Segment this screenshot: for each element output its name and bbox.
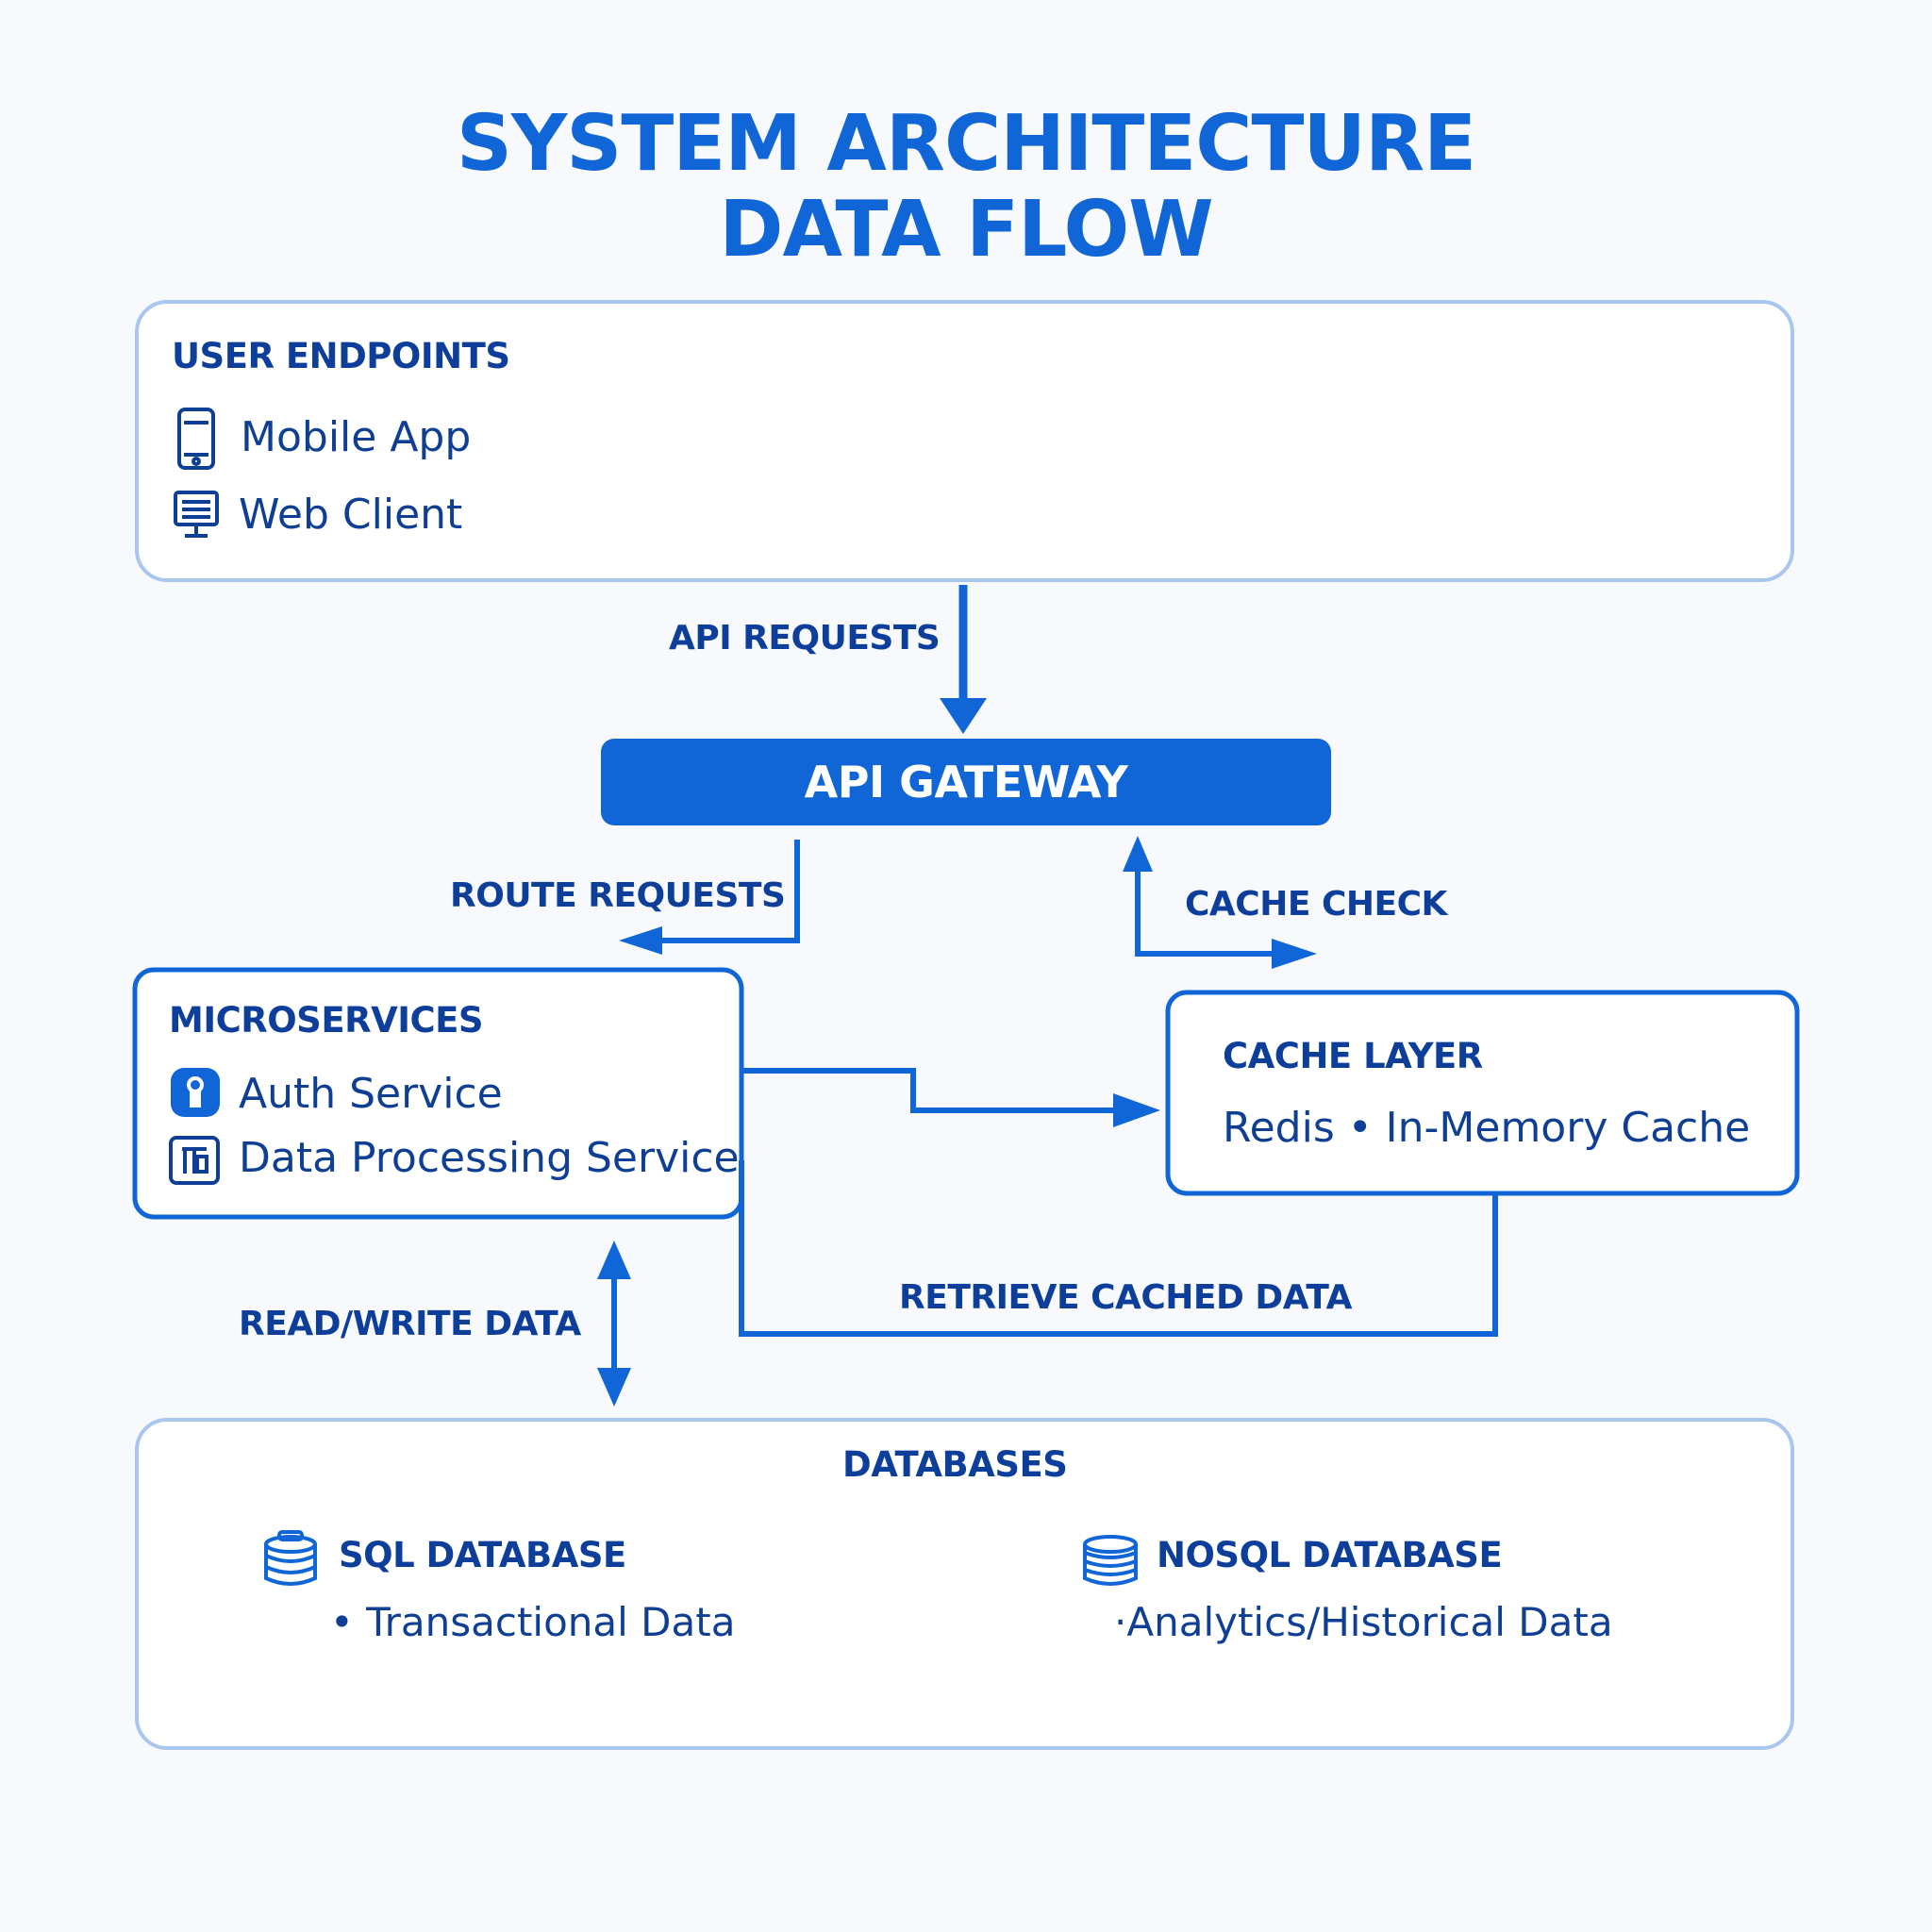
databases-heading: DATABASES xyxy=(842,1444,1068,1485)
read-write-arrowhead-down xyxy=(597,1368,631,1407)
microservices-box xyxy=(132,967,744,1220)
data-processing-service-label: Data Processing Service xyxy=(239,1134,740,1182)
microservices-to-cache-arrow xyxy=(741,1068,1118,1113)
api-requests-arrowhead xyxy=(940,698,987,734)
cache-layer-detail: Redis • In-Memory Cache xyxy=(1223,1104,1751,1152)
mobile-phone-icon xyxy=(177,408,215,470)
auth-service-label: Auth Service xyxy=(239,1070,503,1118)
api-gateway-label: API GATEWAY xyxy=(804,757,1128,808)
user-endpoints-box xyxy=(135,300,1794,582)
monitor-icon xyxy=(174,491,219,538)
database-icon xyxy=(264,1530,317,1586)
sql-database-label: SQL DATABASE xyxy=(339,1535,626,1575)
microservices-to-cache-arrowhead xyxy=(1113,1093,1160,1127)
web-client-label: Web Client xyxy=(239,491,463,539)
sql-database-detail: • Transactional Data xyxy=(330,1599,736,1645)
lock-icon xyxy=(171,1068,220,1117)
api-requests-label: API REQUESTS xyxy=(669,619,941,658)
nosql-database-label: NOSQL DATABASE xyxy=(1157,1535,1503,1575)
cache-check-arrow xyxy=(1135,866,1278,957)
api-gateway-box xyxy=(601,739,1331,825)
database-stack-icon xyxy=(1083,1535,1138,1586)
retrieve-cached-label: RETRIEVE CACHED DATA xyxy=(899,1278,1352,1317)
retrieve-cached-data-line xyxy=(739,1160,1498,1337)
nosql-database-detail: ·Analytics/Historical Data xyxy=(1114,1599,1613,1645)
cache-layer-heading: CACHE LAYER xyxy=(1223,1036,1483,1076)
user-endpoints-heading: USER ENDPOINTS xyxy=(172,336,510,376)
diagram-title-line1: SYSTEM ARCHITECTURE xyxy=(456,99,1476,189)
mobile-app-label: Mobile App xyxy=(241,413,472,461)
microservices-heading: MICROSERVICES xyxy=(169,1000,484,1041)
diagram-title-line2: DATA FLOW xyxy=(719,185,1213,275)
route-requests-label: ROUTE REQUESTS xyxy=(450,876,786,915)
databases-box xyxy=(135,1418,1794,1750)
read-write-arrowhead-up xyxy=(597,1241,631,1279)
cache-layer-box xyxy=(1165,990,1800,1196)
route-requests-arrow xyxy=(656,840,800,943)
processing-icon xyxy=(169,1136,220,1185)
cache-check-arrowhead-up xyxy=(1123,836,1153,872)
cache-check-label: CACHE CHECK xyxy=(1185,885,1447,924)
cache-check-arrowhead-right xyxy=(1272,939,1317,969)
route-requests-arrowhead xyxy=(619,926,662,955)
read-write-label: READ/WRITE DATA xyxy=(239,1305,581,1343)
